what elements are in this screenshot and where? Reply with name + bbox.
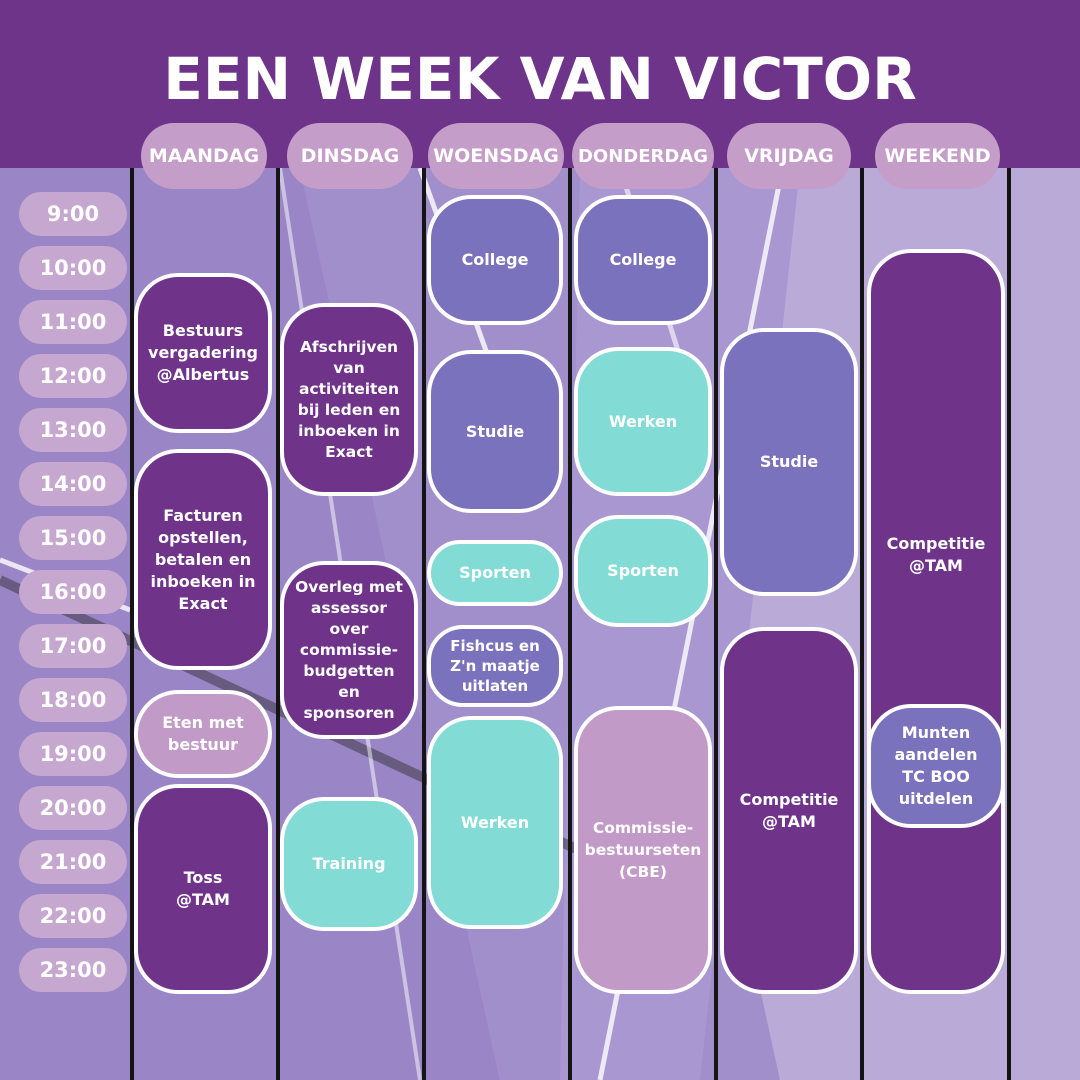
column-divider [714,168,718,1080]
time-label: 13:00 [19,408,127,452]
column-divider [422,168,426,1080]
time-label: 20:00 [19,786,127,830]
event-block[interactable]: Overleg met assessor over commissie- bud… [280,561,418,739]
time-label: 15:00 [19,516,127,560]
event-block[interactable]: Munten aandelen TC BOO uitdelen [867,704,1005,828]
event-block[interactable]: College [427,195,563,325]
event-block[interactable]: College [574,195,712,325]
time-label: 14:00 [19,462,127,506]
time-label: 9:00 [19,192,127,236]
event-block[interactable]: Toss @TAM [134,784,272,994]
event-block[interactable]: Sporten [427,540,563,606]
day-header-maandag: MAANDAG [141,123,267,189]
time-label: 22:00 [19,894,127,938]
time-label: 18:00 [19,678,127,722]
column-divider [860,168,864,1080]
event-block[interactable]: Competitie @TAM [720,627,858,994]
event-block[interactable]: Training [280,797,418,931]
day-header-donderdag: DONDERDAG [572,123,714,189]
event-block[interactable]: Sporten [574,515,712,627]
time-label: 17:00 [19,624,127,668]
event-block[interactable]: Werken [574,347,712,496]
day-header-vrijdag: VRIJDAG [727,123,851,189]
event-block[interactable]: Afschrijven van activiteiten bij leden e… [280,303,418,496]
time-label: 19:00 [19,732,127,776]
event-block[interactable]: Werken [427,716,563,929]
event-block[interactable]: Facturen opstellen, betalen en inboeken … [134,449,272,670]
day-header-woensdag: WOENSDAG [428,123,564,189]
day-header-weekend: WEEKEND [875,123,1000,189]
event-block[interactable]: Fishcus en Z'n maatje uitlaten [427,625,563,707]
column-divider [568,168,572,1080]
event-block[interactable]: Competitie @TAM [867,249,1005,994]
time-label: 23:00 [19,948,127,992]
page-title: EEN WEEK VAN VICTOR [163,45,917,113]
event-block[interactable]: Eten met bestuur [134,690,272,778]
event-block[interactable]: Studie [427,350,563,513]
time-label: 12:00 [19,354,127,398]
day-header-dinsdag: DINSDAG [287,123,413,189]
time-label: 10:00 [19,246,127,290]
event-block[interactable]: Bestuurs vergadering @Albertus [134,273,272,433]
time-label: 11:00 [19,300,127,344]
time-label: 21:00 [19,840,127,884]
column-divider [130,168,134,1080]
event-block[interactable]: Commissie- bestuurseten (CBE) [574,706,712,994]
time-label: 16:00 [19,570,127,614]
column-divider [276,168,280,1080]
event-block[interactable]: Studie [720,328,858,596]
column-divider [1007,168,1011,1080]
